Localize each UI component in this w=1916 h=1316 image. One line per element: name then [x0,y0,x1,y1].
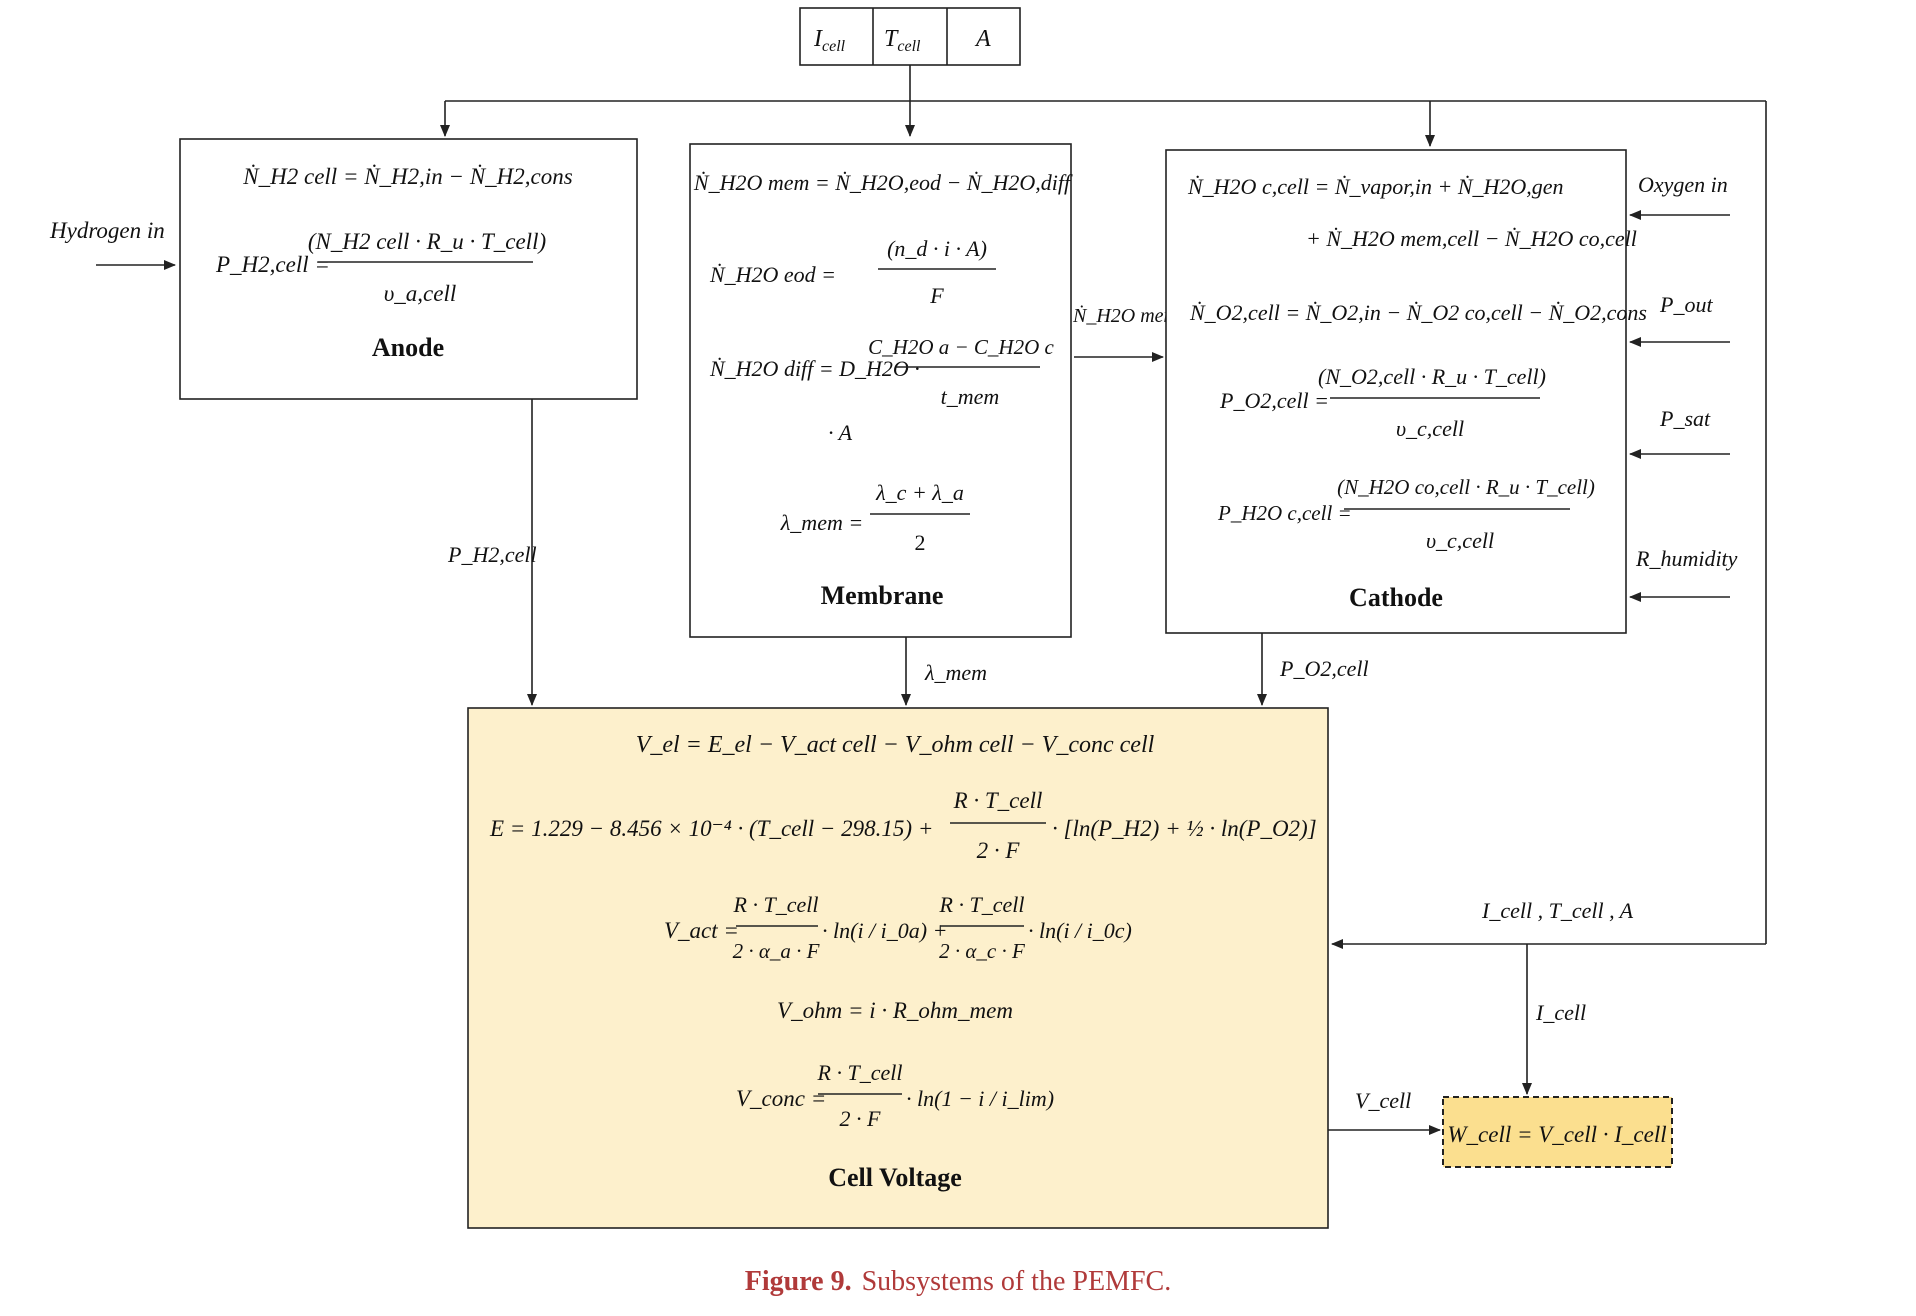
cathode-box: Ṅ_H2O c,cell = Ṅ_vapor,in + Ṅ_H2O,gen + … [1165,149,1647,634]
i-cell-label: I_cell [1535,1000,1586,1025]
voltage-eq-act-den1: 2 · α_a · F [733,939,820,963]
cathode-eq-ph2o-den: υ_c,cell [1426,528,1494,553]
input-area: A [974,26,991,52]
p-h2-cell-label: P_H2,cell [447,542,537,567]
voltage-eq-act-num1: R · T_cell [733,892,819,917]
cell-voltage-box: V_el = E_el − V_act cell − V_ohm cell − … [467,707,1329,1229]
figure-caption-text: Subsystems of the PEMFC. [861,1266,1172,1297]
feedback-label: I_cell , T_cell , A [1481,898,1634,923]
p-sat-label: P_sat [1659,406,1711,431]
anode-eq-pressure-num: (N_H2 cell · R_u · T_cell) [308,229,546,254]
membrane-title: Membrane [821,581,944,610]
membrane-eq-lambda-den: 2 [915,530,926,555]
membrane-eq-eod-num: (n_d · i · A) [887,236,987,261]
p-o2-cell-label: P_O2,cell [1279,656,1369,681]
figure-caption: Figure 9. Subsystems of the PEMFC. [0,1266,1916,1298]
lambda-mem-label: λ_mem [924,660,987,685]
membrane-eq-water: Ṅ_H2O mem = Ṅ_H2O,eod − Ṅ_H2O,diff [693,170,1073,195]
anode-eq-pressure-den: υ_a,cell [384,281,457,306]
voltage-eq-act-lhs: V_act = [664,918,739,943]
voltage-eq-vel: V_el = E_el − V_act cell − V_ohm cell − … [636,732,1155,758]
voltage-eq-e-den: 2 · F [977,838,1021,863]
cathode-eq-ph2o-num: (N_H2O co,cell · R_u · T_cell) [1337,475,1595,499]
voltage-eq-act-num2: R · T_cell [939,892,1025,917]
anode-eq-flow: Ṅ_H2 cell = Ṅ_H2,in − Ṅ_H2,cons [242,164,572,189]
cathode-eq-water-a: Ṅ_H2O c,cell = Ṅ_vapor,in + Ṅ_H2O,gen [1187,174,1564,199]
cathode-eq-water-b: + Ṅ_H2O mem,cell − Ṅ_H2O co,cell [1306,226,1637,251]
cathode-eq-ph2o-lhs: P_H2O c,cell = [1217,501,1352,525]
voltage-eq-e-a: E = 1.229 − 8.456 × 10⁻⁴ · (T_cell − 298… [489,816,933,841]
voltage-eq-conc-lhs: V_conc = [736,1086,826,1111]
power-box: W_cell = V_cell · I_cell [1442,1096,1673,1168]
cathode-title: Cathode [1349,583,1443,612]
anode-eq-pressure-lhs: P_H2,cell = [215,252,330,277]
voltage-eq-e-b: · [ln(P_H2) + ½ · ln(P_O2)] [1052,816,1317,841]
oxygen-in-label: Oxygen in [1638,172,1728,197]
membrane-eq-diff-den: t_mem [941,384,1000,409]
membrane-eq-eod-lhs: Ṅ_H2O eod = [709,262,836,287]
top-input-box: Icell Tcell A [799,7,1021,66]
voltage-eq-conc-den: 2 · F [840,1106,882,1131]
membrane-eq-diff-num: C_H2O a − C_H2O c [868,335,1054,359]
r-humidity-label: R_humidity [1635,546,1738,571]
voltage-eq-e-num: R · T_cell [953,788,1043,813]
membrane-eq-diff-lhs: Ṅ_H2O diff = D_H2O · [709,356,920,381]
voltage-eq-ohm: V_ohm = i · R_ohm_mem [777,998,1013,1023]
anode-box: Ṅ_H2 cell = Ṅ_H2,in − Ṅ_H2,cons P_H2,cel… [179,138,638,400]
cathode-eq-oxygen: Ṅ_O2,cell = Ṅ_O2,in − Ṅ_O2 co,cell − Ṅ_O… [1189,300,1647,325]
voltage-eq-act-ln1: · ln(i / i_0a) + [822,918,947,943]
n-h2o-mem-label: Ṅ_H2O mem [1072,304,1178,327]
membrane-eq-lambda-lhs: λ_mem = [780,510,863,535]
voltage-eq-act-den2: 2 · α_c · F [939,939,1025,963]
cathode-eq-po2-num: (N_O2,cell · R_u · T_cell) [1318,364,1546,389]
membrane-eq-diff-cont: · A [828,420,853,445]
voltage-eq-conc-num: R · T_cell [817,1060,903,1085]
anode-title: Anode [372,333,444,362]
membrane-eq-lambda-num: λ_c + λ_a [875,480,964,505]
figure-label: Figure 9. [744,1266,852,1297]
cathode-eq-po2-den: υ_c,cell [1396,416,1464,441]
hydrogen-in-label: Hydrogen in [49,218,165,243]
input-i-cell: Icell [813,26,846,55]
input-t-cell: Tcell [884,26,921,55]
voltage-eq-conc-ln: · ln(1 − i / i_lim) [906,1086,1054,1111]
membrane-box: Ṅ_H2O mem = Ṅ_H2O,eod − Ṅ_H2O,diff Ṅ_H2O… [689,143,1073,638]
voltage-eq-act-ln2: · ln(i / i_0c) [1028,918,1132,943]
membrane-eq-eod-den: F [929,283,944,308]
cathode-eq-po2-lhs: P_O2,cell = [1219,388,1329,413]
p-out-label: P_out [1659,292,1713,317]
cell-voltage-title: Cell Voltage [828,1163,962,1192]
power-eq: W_cell = V_cell · I_cell [1447,1122,1666,1147]
distribution-lines [440,65,1767,949]
v-cell-label: V_cell [1355,1088,1411,1113]
